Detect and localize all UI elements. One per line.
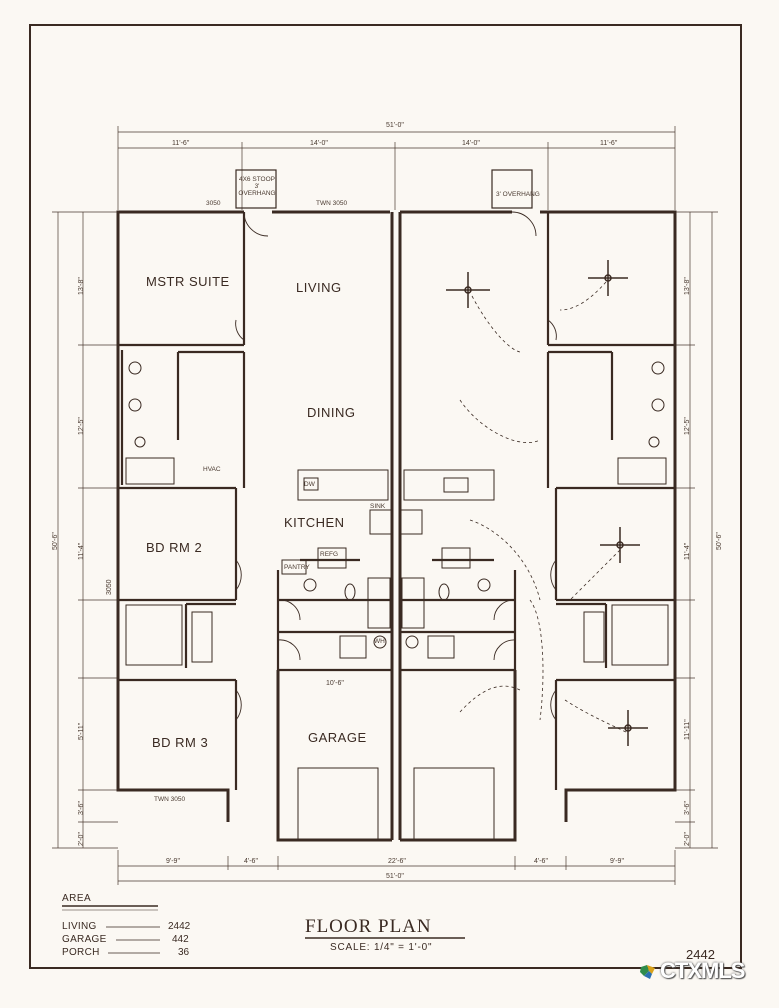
- area-value-porch: 36: [178, 947, 190, 958]
- room-label-bedroom-3: BD RM 3: [152, 735, 209, 750]
- room-label-garage: GARAGE: [308, 730, 367, 745]
- area-label-garage: GARAGE: [62, 934, 107, 945]
- room-label-living: LIVING: [296, 280, 342, 295]
- ctxmls-logo-mark-icon: [640, 965, 655, 979]
- dimension-right-4: 11'-11": [684, 719, 691, 740]
- window-label-3050: 3050: [206, 200, 221, 207]
- plan-number: 2442: [686, 947, 715, 962]
- dimension-right-5: 3'-6": [684, 801, 691, 815]
- dimension-left-4: 5'-11": [78, 722, 85, 740]
- hvac-label: HVAC: [203, 466, 221, 473]
- dimension-top-3: 14'-0": [462, 140, 480, 147]
- refrigerator-label: REFG: [320, 551, 339, 558]
- area-value-living: 2442: [168, 921, 191, 932]
- dimension-left-overall: 50'-6": [52, 532, 59, 550]
- water-heater-label: WH: [374, 638, 385, 645]
- plan-title: FLOOR PLAN: [305, 916, 432, 937]
- sink-label: SINK: [370, 503, 386, 510]
- dishwasher-label: DW: [304, 481, 315, 488]
- dimension-right-6: 2'-0": [684, 832, 691, 846]
- room-label-bedroom-2: BD RM 2: [146, 540, 203, 555]
- window-label-3050-side: 3050: [106, 579, 113, 595]
- area-label-porch: PORCH: [62, 947, 100, 958]
- window-label-twn-3050-bottom: TWN 3050: [154, 796, 186, 803]
- overhang-label: 3' OVERHANG: [496, 191, 540, 198]
- dimension-top-1: 11'-6": [172, 140, 190, 147]
- dimension-overall-bottom: 51'-0": [386, 873, 404, 880]
- pantry-label: PANTRY: [284, 564, 310, 571]
- dimension-bottom-2: 4'-6": [244, 858, 258, 865]
- dimension-left-6: 2'-0": [78, 832, 85, 846]
- dimension-bottom-5: 9'-9": [610, 858, 624, 865]
- dimension-bottom-4: 4'-6": [534, 858, 548, 865]
- dimension-right-1: 13'-8": [684, 277, 691, 295]
- dimension-right-3: 11'-4": [684, 542, 691, 560]
- stoop-label: 4X6 STOOP 3' OVERHANG: [238, 176, 276, 197]
- area-label-living: LIVING: [62, 921, 97, 932]
- ctxmls-logo-text: CTXMLS: [660, 958, 745, 983]
- window-label-twn-3050-top: TWN 3050: [316, 200, 348, 207]
- dimension-top-2: 14'-0": [310, 140, 328, 147]
- ctxmls-logo: CTXMLS: [638, 958, 745, 984]
- area-value-garage: 442: [172, 934, 189, 945]
- room-label-dining: DINING: [307, 405, 356, 420]
- room-label-master-suite: MSTR SUITE: [146, 274, 230, 289]
- dimension-left-3: 11'-4": [78, 542, 85, 560]
- dimension-garage-width: 10'-6": [326, 680, 344, 687]
- dimension-right-overall: 50'-6": [716, 532, 723, 550]
- plan-scale: SCALE: 1/4" = 1'-0": [330, 942, 433, 953]
- dimension-overall-top: 51'-0": [386, 122, 404, 129]
- dimension-left-2: 12'-5": [78, 417, 85, 435]
- dimension-bottom-1: 9'-9": [166, 858, 180, 865]
- dimension-left-5: 3'-6": [78, 801, 85, 815]
- area-title: AREA: [62, 893, 92, 904]
- room-label-kitchen: KITCHEN: [284, 515, 345, 530]
- dimension-left-1: 13'-8": [78, 277, 85, 295]
- dimension-bottom-3: 22'-6": [388, 858, 406, 865]
- dimension-top-4: 11'-6": [600, 140, 618, 147]
- dimension-right-2: 12'-5": [684, 417, 691, 435]
